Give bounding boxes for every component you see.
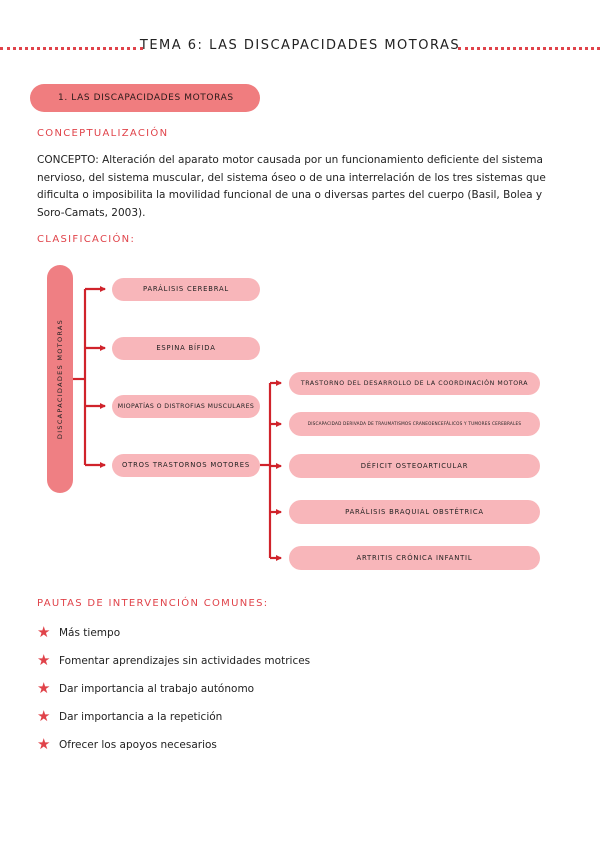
star-icon: ★ (37, 651, 51, 669)
conceptualizacion-heading: CONCEPTUALIZACIÓN (37, 128, 169, 139)
pauta-item: ★ Dar importancia al trabajo autónomo (37, 681, 254, 696)
pautas-heading: PAUTAS DE INTERVENCIÓN COMUNES: (37, 598, 269, 609)
pauta-text: Más tiempo (59, 626, 121, 639)
star-icon: ★ (37, 623, 51, 641)
category-espina-bifida: ESPINA BÍFIDA (112, 337, 260, 360)
subcategory-paralisis-braquial: PARÁLISIS BRAQUIAL OBSTÉTRICA (289, 500, 540, 524)
subcategory-deficit-osteoarticular: DÉFICIT OSTEOARTICULAR (289, 454, 540, 478)
category-miopatias: MIOPATÍAS O DISTROFIAS MUSCULARES (112, 395, 260, 418)
pauta-item: ★ Fomentar aprendizajes sin actividades … (37, 653, 310, 668)
pauta-text: Dar importancia al trabajo autónomo (59, 682, 255, 695)
star-icon: ★ (37, 679, 51, 697)
pauta-item: ★ Ofrecer los apoyos necesarios (37, 737, 217, 752)
subcategory-artritis-cronica: ARTRITIS CRÓNICA INFANTIL (289, 546, 540, 570)
category-paralisis-cerebral: PARÁLISIS CEREBRAL (112, 278, 260, 301)
pauta-text: Ofrecer los apoyos necesarios (59, 738, 217, 751)
header-dots-left (0, 47, 143, 50)
star-icon: ★ (37, 707, 51, 725)
concept-text: CONCEPTO: Alteración del aparato motor c… (37, 154, 546, 219)
section-pill: 1. LAS DISCAPACIDADES MOTORAS (30, 84, 260, 112)
subcategory-coordinacion-motora: TRASTORNO DEL DESARROLLO DE LA COORDINAC… (289, 372, 540, 395)
root-label: DISCAPACIDADES MOTORAS (56, 318, 64, 440)
category-otros-trastornos: OTROS TRASTORNOS MOTORES (112, 454, 260, 477)
pauta-text: Fomentar aprendizajes sin actividades mo… (59, 654, 311, 667)
subcategory-traumatismos: DISCAPACIDAD DERIVADA DE TRAUMATISMOS CR… (289, 412, 540, 436)
root-bar (47, 265, 73, 493)
pauta-item: ★ Dar importancia a la repetición (37, 709, 222, 724)
clasificacion-heading: CLASIFICACIÓN: (37, 234, 136, 245)
header-dots-right (458, 47, 600, 50)
pauta-item: ★ Más tiempo (37, 625, 120, 640)
star-icon: ★ (37, 735, 51, 753)
pauta-text: Dar importancia a la repetición (59, 710, 223, 723)
page-title: TEMA 6: LAS DISCAPACIDADES MOTORAS (139, 38, 461, 53)
